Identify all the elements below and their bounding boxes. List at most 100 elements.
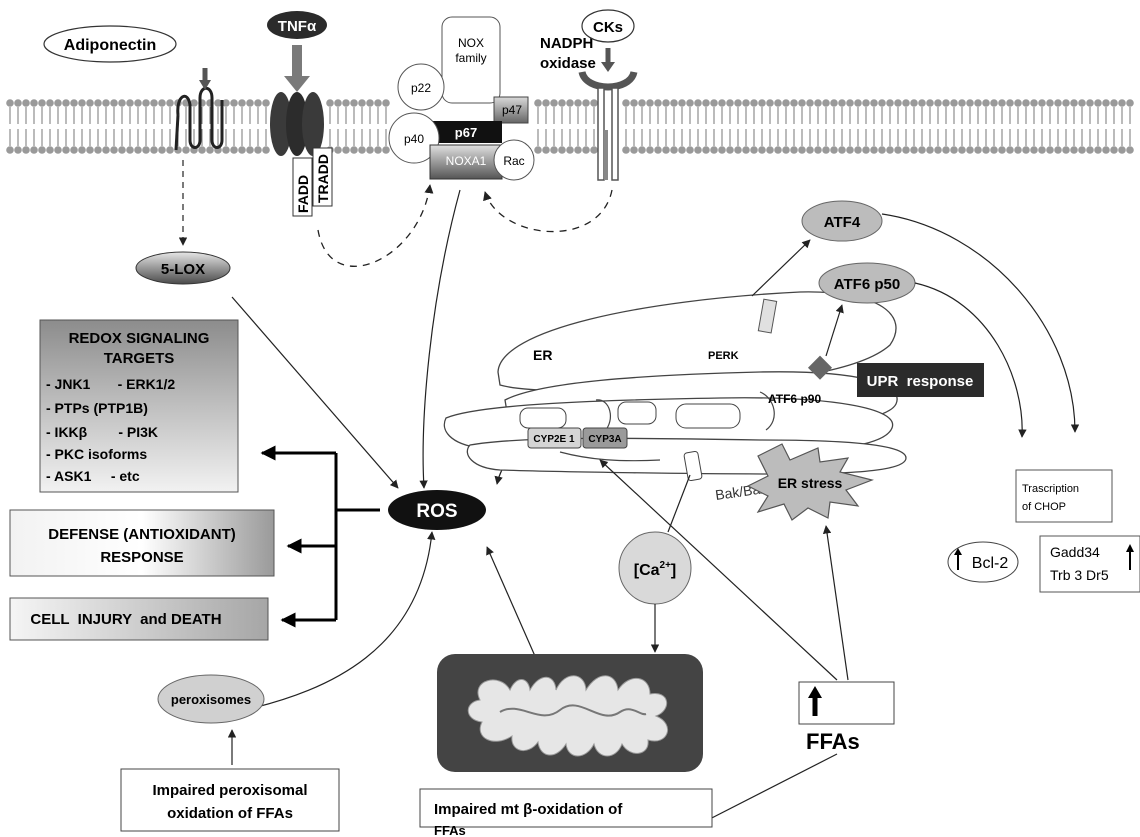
- impaired-mt-label-1: Impaired mt β-oxidation of: [434, 801, 623, 818]
- cell-injury-box: [9, 597, 269, 641]
- er-stress-label: ER stress: [778, 475, 843, 491]
- tnf-receptor: [270, 92, 324, 156]
- redox-row-1: - JNK1 - ERK1/2: [46, 376, 175, 392]
- redox-signaling-box: [39, 319, 239, 493]
- adiponectin-input-arrowhead: [199, 80, 211, 90]
- adiponectin-oval: [43, 25, 177, 63]
- atf4-label: ATF4: [824, 214, 861, 231]
- chop-transcription-box: [1015, 469, 1113, 523]
- ffas-label: FFAs: [806, 729, 860, 754]
- p47-label: p47: [502, 103, 522, 117]
- cyp3a-label: CYP3A: [588, 434, 621, 445]
- ros-oval: [388, 490, 486, 530]
- defense-label-1: DEFENSE (ANTIOXIDANT): [48, 526, 236, 543]
- atf6-to-p50-arrow: [825, 304, 844, 357]
- cell-membrane: [6, 99, 1134, 154]
- ffas-increase-arrowhead: [808, 686, 822, 698]
- cell-injury-label: CELL INJURY and DEATH: [30, 611, 221, 628]
- rac-circle: [493, 139, 535, 181]
- impaired-peroxisomal-box: [120, 768, 340, 832]
- trb3-dr5-label: Trb 3 Dr5: [1050, 567, 1109, 583]
- atf4-to-chop-arrow: [881, 213, 1080, 433]
- five-lox-label: 5-LOX: [161, 261, 205, 278]
- redox-title-2: TARGETS: [104, 350, 175, 367]
- impaired-peroxisomal-label-2: oxidation of FFAs: [167, 805, 293, 822]
- gadd34-box: [1039, 535, 1140, 593]
- ffas-to-er-arrow: [599, 459, 838, 681]
- cks-to-nadph-arrow: [483, 189, 613, 233]
- tnf-alpha-oval: [267, 11, 327, 39]
- lox-to-ros-arrow: [231, 296, 399, 489]
- p22-circle: [397, 63, 445, 111]
- cks-input-arrowhead: [601, 62, 615, 72]
- cks-oval: [581, 9, 635, 43]
- p47-box: [493, 96, 529, 124]
- adiponectin-receptor-tail: [174, 114, 180, 151]
- atf6-p90-label: ATF6 p90: [768, 392, 821, 406]
- upr-response-label: UPR response: [867, 373, 974, 390]
- nox-family-box: [441, 16, 501, 104]
- atf6-to-chop-arrow: [914, 282, 1027, 438]
- atf4-oval: [801, 200, 883, 242]
- cyp2e1-box: [527, 427, 582, 449]
- redox-row-2: - PTPs (PTP1B): [46, 400, 148, 416]
- impaired-mt-box: [419, 788, 713, 828]
- impaired-peroxisomal-label-1: Impaired peroxisomal: [152, 782, 307, 799]
- p40-label: p40: [404, 132, 424, 146]
- mitochondrion-cristae: [499, 704, 647, 717]
- defense-label-2: RESPONSE: [100, 549, 183, 566]
- p40-circle: [388, 112, 440, 164]
- fadd-box: [292, 157, 313, 217]
- chop-label-2: of CHOP: [1022, 501, 1066, 513]
- nox-family-label-1: NOX: [458, 36, 484, 50]
- cks-receptor: [578, 70, 638, 181]
- cyp3a-box: [582, 427, 628, 449]
- upr-response-box: [857, 363, 984, 397]
- cks-label: CKs: [593, 19, 623, 36]
- perk-label: PERK: [708, 350, 739, 362]
- atf6-p50-label: ATF6 p50: [834, 276, 900, 293]
- er-stress-burst: [746, 443, 874, 521]
- calcium-label: [Ca2+]: [634, 560, 677, 579]
- tnf-to-nadph-arrow: [317, 184, 434, 267]
- redox-row-4: - PKC isoforms: [46, 446, 147, 462]
- rac-label: Rac: [503, 154, 524, 168]
- bakbax-to-calcium-line: [667, 474, 691, 533]
- mitochondria-to-ros-arrow: [486, 546, 543, 673]
- five-lox-oval: [135, 251, 231, 285]
- p67-box: [430, 121, 502, 143]
- perk-to-atf4-arrow: [751, 239, 811, 297]
- tnf-input-arrow: [292, 45, 302, 77]
- gadd34-label: Gadd34: [1050, 544, 1100, 560]
- bcl2-oval: [947, 541, 1019, 583]
- nadph-oxidase-label-2: oxidase: [540, 55, 596, 72]
- bcl2-label: Bcl-2: [972, 555, 1009, 572]
- tradd-label: TRADD: [315, 154, 331, 203]
- noxa1-box: [429, 144, 503, 180]
- perk-receptor: [757, 298, 778, 334]
- p22-label: p22: [411, 81, 431, 95]
- bcl2-arrowhead: [954, 548, 962, 555]
- chop-label-1: Trascription: [1022, 483, 1079, 495]
- fadd-label: FADD: [295, 175, 311, 213]
- impaired-mt-label-2: FFAs: [434, 823, 466, 837]
- ffas-to-er-stress-arrow: [822, 525, 849, 681]
- adiponectin-label: Adiponectin: [64, 37, 156, 54]
- defense-response-box: [9, 509, 275, 577]
- tradd-box: [312, 147, 333, 207]
- ros-output-bracket: [260, 445, 380, 628]
- adiponectin-receptor: [176, 86, 224, 149]
- nox-family-label-2: family: [455, 51, 486, 65]
- er-label: ER: [533, 347, 552, 363]
- endoplasmic-reticulum: [443, 291, 907, 475]
- noxa1-label: NOXA1: [446, 154, 487, 168]
- peroxisomes-label: peroxisomes: [171, 692, 251, 707]
- peroxisomes-oval: [157, 674, 265, 724]
- gadd34-arrowhead: [1126, 544, 1134, 552]
- mitochondrion-shape: [467, 675, 668, 757]
- redox-row-3: - IKKβ - PI3K: [46, 424, 158, 440]
- tnf-alpha-label: TNFα: [278, 18, 317, 35]
- nadph-to-ros-arrow: [419, 189, 461, 489]
- ffas-to-mt-oxidation-arrow: [699, 753, 838, 825]
